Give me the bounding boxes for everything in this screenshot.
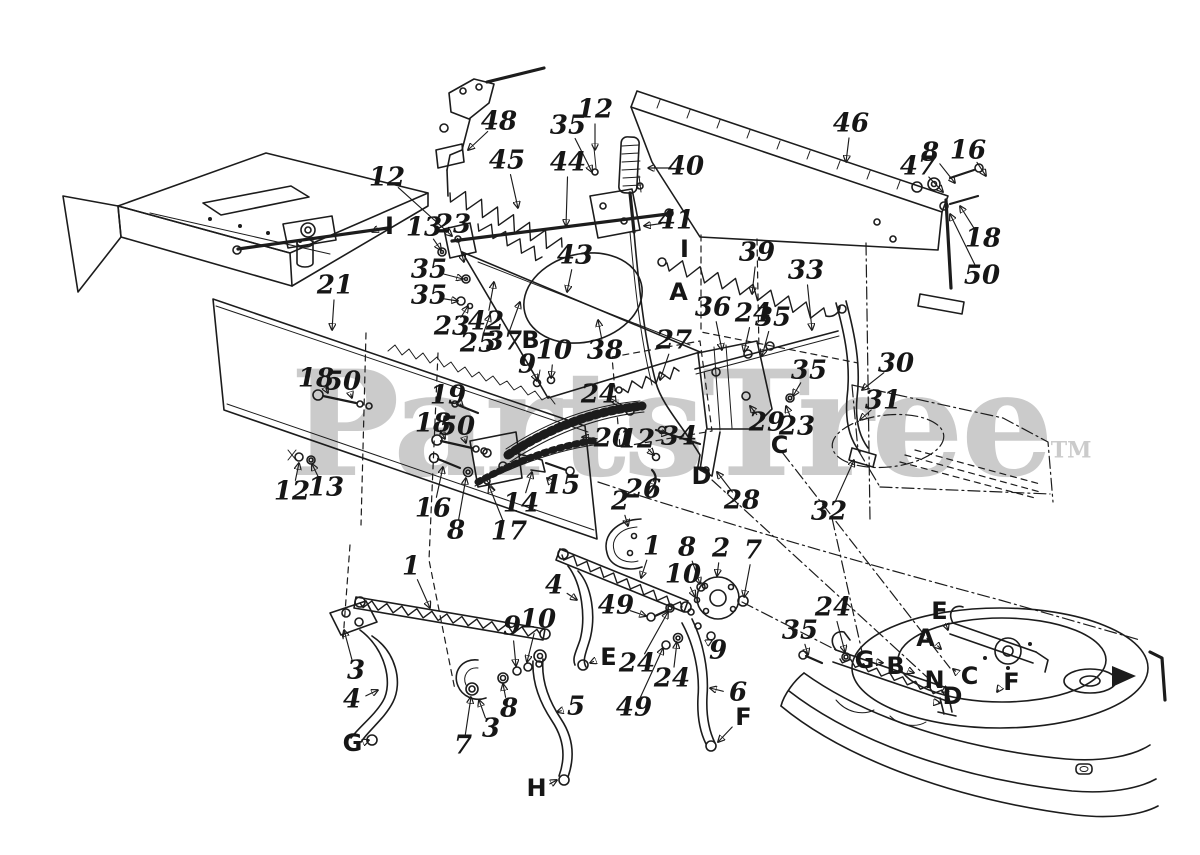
lift-lever <box>618 136 701 473</box>
coil-springs <box>359 190 945 695</box>
hood-panel <box>62 152 429 293</box>
deflector-panel <box>212 298 647 691</box>
mower-deck <box>780 605 1167 818</box>
phantom-fender <box>597 384 1141 679</box>
lift-frame <box>461 251 701 399</box>
watermark-text: PartsTree <box>290 339 1054 510</box>
watermark: PartsTreeTM <box>290 352 1091 498</box>
control-head <box>435 66 546 197</box>
lift-links-left <box>329 596 573 786</box>
callout-leader-lines <box>295 123 998 784</box>
bellcrank-cluster <box>609 330 840 496</box>
tension-spring-hanger <box>657 242 877 521</box>
rear-plate <box>630 90 984 364</box>
lift-links-middle <box>555 518 749 752</box>
watermark-tm-mark: TM <box>1050 437 1092 464</box>
